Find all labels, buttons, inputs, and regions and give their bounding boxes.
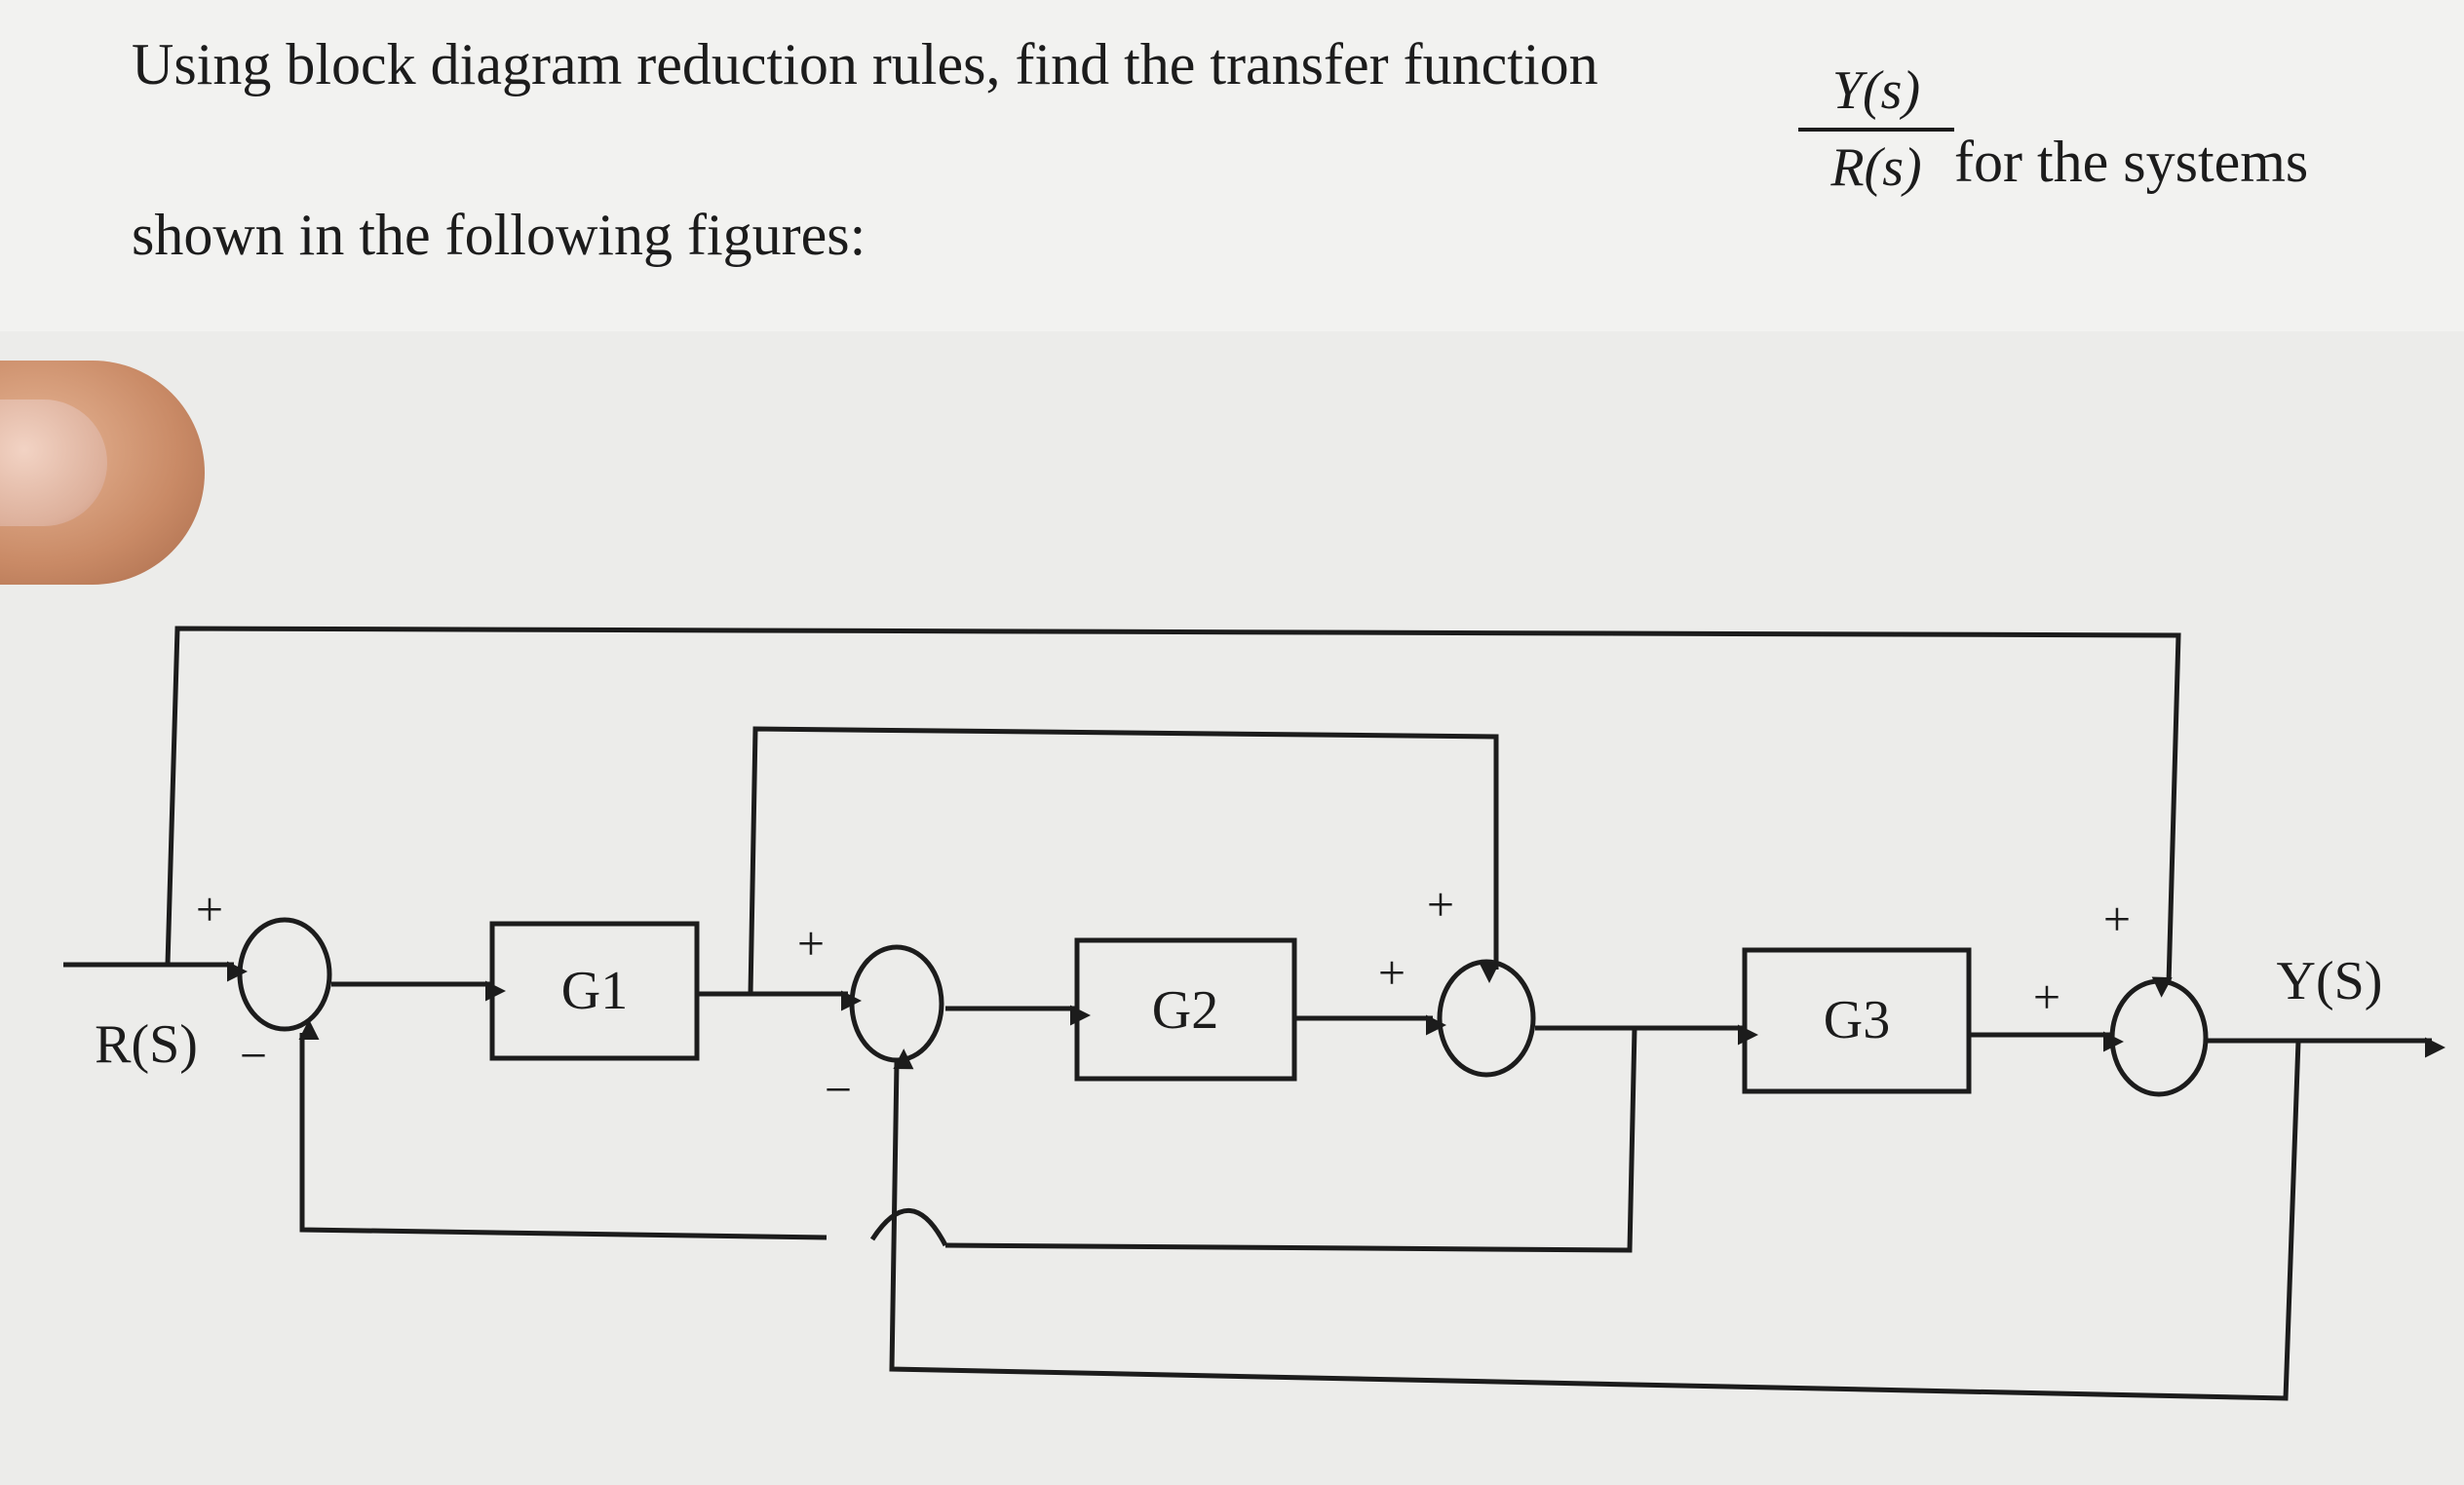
summing-junction-4 — [2109, 978, 2209, 1097]
summing-junction-1 — [237, 917, 332, 1032]
block-g2-label: G2 — [1152, 980, 1218, 1041]
s3-left-sign: + — [1378, 945, 1405, 1000]
output-label: Y(S) — [2277, 951, 2383, 1011]
block-g1-label: G1 — [561, 961, 628, 1021]
s3-feedback-path — [944, 1027, 1637, 1253]
g1-feedforward-path — [748, 726, 1500, 995]
fraction-numerator: Y(s) — [1798, 58, 1954, 133]
input-label: R(S) — [95, 1014, 198, 1075]
s3-top-sign: + — [1427, 877, 1454, 932]
s4-top-sign: + — [2103, 892, 2131, 946]
output-feedback-path — [889, 1040, 2301, 1401]
question-line-1: Using block diagram reduction rules, fin… — [132, 32, 1598, 96]
block-g1 — [489, 921, 700, 1061]
fingernail — [0, 400, 107, 526]
outer-feedforward-path — [165, 626, 2181, 998]
s3-feedback-to-s1-path — [298, 1019, 828, 1240]
summing-junction-2 — [849, 944, 944, 1063]
block-g2 — [1074, 937, 1297, 1082]
diagram-paper-area — [0, 331, 2464, 1485]
s4-left-sign: + — [2033, 970, 2060, 1024]
s2-left-sign: + — [797, 916, 825, 971]
finger-photo-element — [0, 361, 205, 585]
transfer-function-fraction: Y(s) R(s) — [1798, 58, 1954, 201]
s1-top-sign: + — [196, 882, 223, 936]
question-line-2: shown in the following figures: — [132, 203, 866, 267]
summing-junction-3 — [1437, 959, 1536, 1078]
block-g3-label: G3 — [1824, 990, 1890, 1050]
fraction-denominator: R(s) — [1830, 137, 1922, 199]
question-line-1-tail: for the systems — [1954, 130, 2309, 194]
s2-bottom-sign: − — [825, 1062, 852, 1117]
feedback-crossover-hop — [869, 1208, 948, 1247]
block-g3 — [1742, 947, 1972, 1094]
s1-bottom-sign: − — [240, 1028, 267, 1083]
